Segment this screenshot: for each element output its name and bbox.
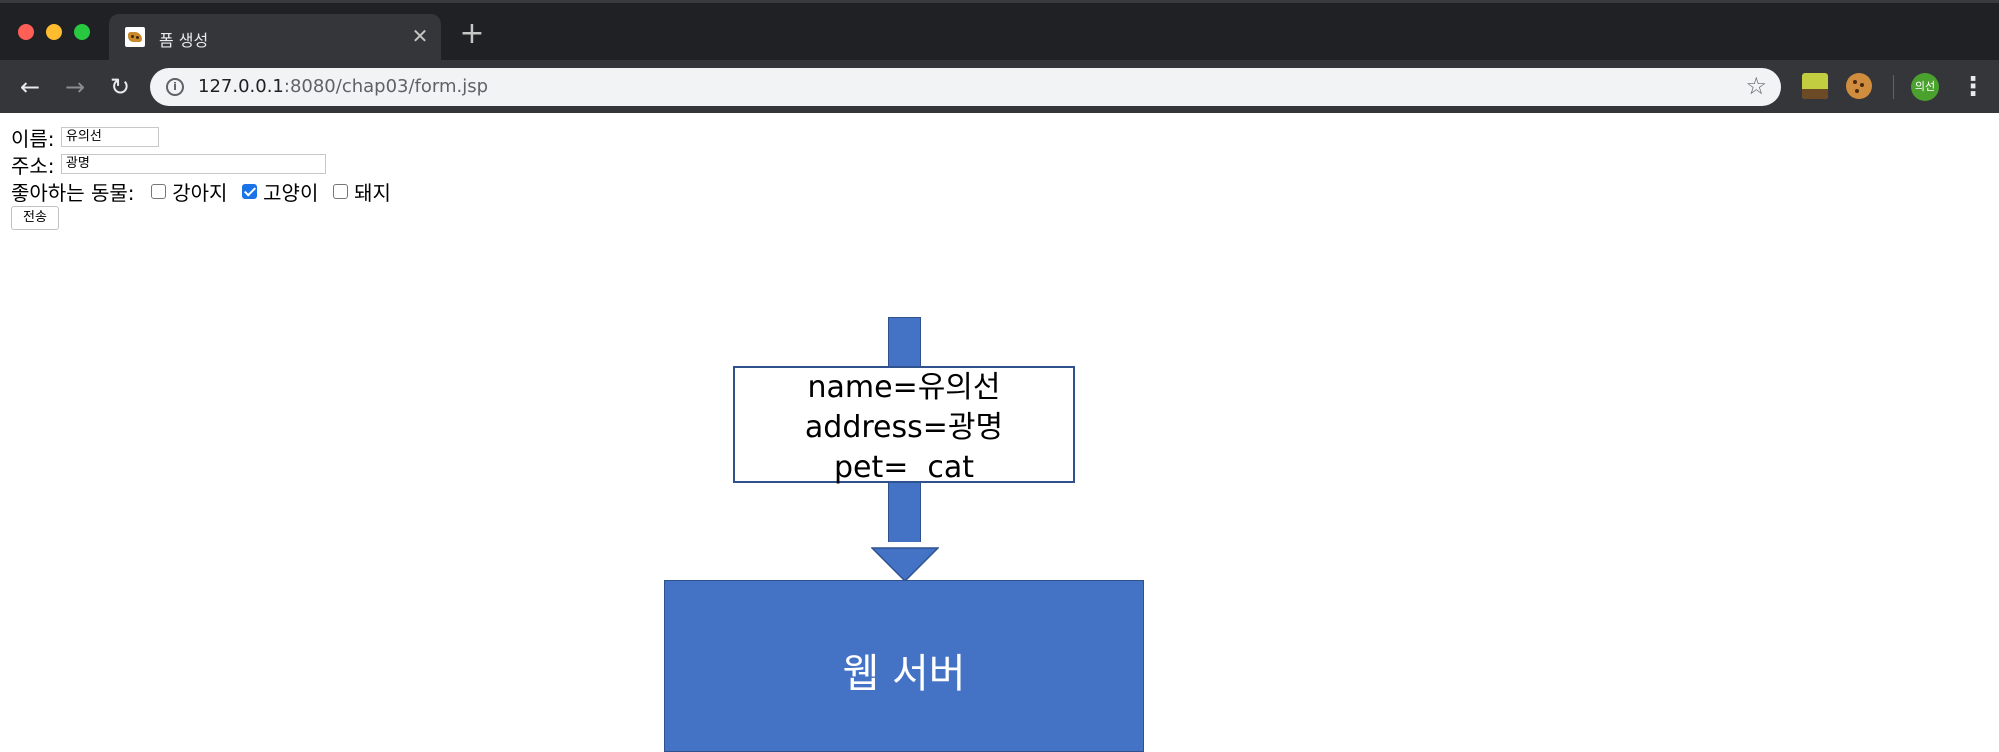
web-server-label: 웹 서버 <box>842 651 966 697</box>
checkbox-cat-label: 고양이 <box>263 181 319 205</box>
toolbar: ← → ↻ i 127.0.0.1:8080/chap03/form.jsp ☆… <box>0 60 1999 113</box>
parameters-box: name=유의선 address=광명 pet= cat <box>733 366 1075 485</box>
address-label: 주소: <box>11 154 55 178</box>
tab-active[interactable]: 폼 생성 ✕ <box>109 14 441 60</box>
param-address: address=광명 <box>804 410 1004 445</box>
url-path: :8080/chap03/form.jsp <box>283 76 489 97</box>
url-text[interactable]: 127.0.0.1:8080/chap03/form.jsp <box>198 76 488 97</box>
address-input[interactable]: 광명 <box>60 154 326 174</box>
close-window-button[interactable] <box>18 24 34 40</box>
name-input[interactable]: 유의선 <box>60 127 159 147</box>
submit-button[interactable]: 전송 <box>11 206 59 230</box>
maximize-window-button[interactable] <box>74 24 90 40</box>
checkbox-pig-label: 돼지 <box>354 181 391 205</box>
name-row: 이름: 유의선 <box>11 122 395 151</box>
param-name: name=유의선 <box>807 370 1001 405</box>
window-top-border <box>0 0 1999 3</box>
name-label: 이름: <box>11 127 55 151</box>
page-content: 이름: 유의선 주소: 광명 좋아하는 동물: 강아지 고양이 돼지 전송 na… <box>0 113 1999 752</box>
checkbox-cat[interactable] <box>241 184 257 199</box>
minimize-window-button[interactable] <box>46 24 62 40</box>
pet-label: 좋아하는 동물: <box>11 181 135 205</box>
tab-close-icon[interactable]: ✕ <box>411 24 429 48</box>
new-tab-button[interactable]: + <box>459 16 485 51</box>
tab-title: 폼 생성 <box>159 31 209 50</box>
forward-arrow-icon[interactable]: → <box>64 73 86 101</box>
kebab-menu-icon[interactable]: ⋮ <box>1960 72 1986 102</box>
sheet-extension-icon[interactable] <box>1802 73 1828 99</box>
checkbox-dog[interactable] <box>150 184 166 199</box>
back-arrow-icon[interactable]: ← <box>19 73 41 101</box>
checkbox-dog-label: 강아지 <box>172 181 228 205</box>
cookie-extension-icon[interactable] <box>1846 73 1872 99</box>
toolbar-divider <box>1893 75 1894 99</box>
url-host: 127.0.0.1 <box>198 76 284 97</box>
arrow-shaft-top <box>888 317 921 367</box>
bookmark-star-icon[interactable]: ☆ <box>1745 72 1767 100</box>
reload-icon[interactable]: ↻ <box>109 73 131 101</box>
profile-avatar[interactable]: 의선 <box>1911 73 1939 101</box>
request-diagram: name=유의선 address=광명 pet= cat 웹 서버 <box>0 113 1999 752</box>
address-bar[interactable]: i 127.0.0.1:8080/chap03/form.jsp ☆ <box>150 68 1781 106</box>
arrow-head-icon <box>871 547 939 583</box>
pet-row: 좋아하는 동물: 강아지 고양이 돼지 <box>11 176 395 205</box>
browser-chrome: 폼 생성 ✕ + ← → ↻ i 127.0.0.1:8080/chap03/f… <box>0 0 1999 113</box>
address-row: 주소: 광명 <box>11 149 395 178</box>
info-icon[interactable]: i <box>166 78 184 96</box>
tomcat-favicon-icon <box>125 27 145 47</box>
web-server-box: 웹 서버 <box>664 580 1144 752</box>
arrow-shaft-bottom <box>888 482 921 542</box>
param-pet: pet= cat <box>833 450 975 485</box>
form: 이름: 유의선 주소: 광명 좋아하는 동물: 강아지 고양이 돼지 전송 <box>11 122 395 230</box>
checkbox-pig[interactable] <box>332 184 348 199</box>
